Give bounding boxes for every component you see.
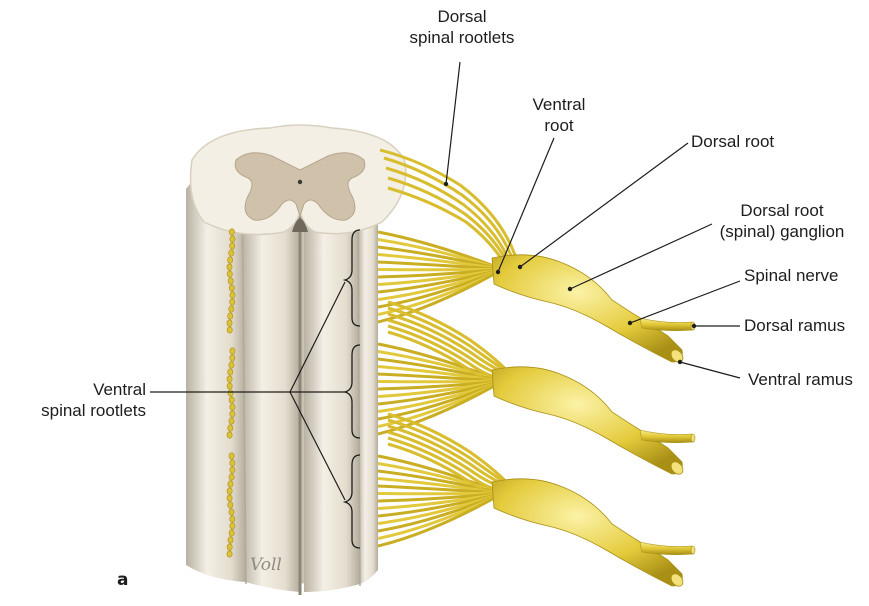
vessel-bead xyxy=(229,397,234,403)
ganglion-and-nerve xyxy=(492,255,682,362)
spinal-cord xyxy=(186,125,406,595)
label-dorsal-spinal-rootlets-line1: Dorsal xyxy=(392,6,532,27)
vessel-bead xyxy=(227,544,232,550)
vessel-bead xyxy=(230,460,235,466)
label-dorsal-spinal-rootlets-line2: spinal rootlets xyxy=(392,27,532,48)
artist-signature: Voll xyxy=(250,555,282,575)
vessel-bead xyxy=(228,425,233,431)
label-dorsal-root-ganglion: Dorsal root (spinal) ganglion xyxy=(712,200,852,242)
vessel-bead xyxy=(228,369,233,375)
vessel-bead xyxy=(229,418,234,424)
vessel-bead xyxy=(228,481,233,487)
vessel-bead xyxy=(227,327,232,333)
vessel-bead xyxy=(227,495,232,501)
vessel-bead xyxy=(229,285,234,291)
label-dorsal-root: Dorsal root xyxy=(691,131,774,152)
vessel-bead xyxy=(229,530,234,536)
dorsal-ramus-end xyxy=(691,434,695,442)
vessel-bead xyxy=(229,250,234,256)
vessel-bead xyxy=(230,299,235,305)
label-ventral-root-line1: Ventral xyxy=(524,94,594,115)
vessel-bead xyxy=(229,362,234,368)
lateral-funiculus-right xyxy=(358,184,378,584)
label-ventral-spinal-rootlets-line1: Ventral xyxy=(4,379,146,400)
vessel-bead xyxy=(227,488,232,494)
vessel-bead xyxy=(230,523,235,529)
vessel-bead xyxy=(229,229,234,235)
vessel-bead xyxy=(228,537,233,543)
vessel-bead xyxy=(230,236,235,242)
vessel-bead xyxy=(227,432,232,438)
panel-letter: a xyxy=(117,570,128,590)
spinal-nerve-segments xyxy=(378,232,695,589)
label-ventral-root-line2: root xyxy=(524,115,594,136)
label-ventral-spinal-rootlets: Ventral spinal rootlets xyxy=(4,379,146,421)
vessel-bead xyxy=(230,243,235,249)
vessel-bead xyxy=(227,264,232,270)
vessel-bead xyxy=(228,257,233,263)
ganglion-and-nerve xyxy=(492,367,682,474)
label-ventral-root: Ventral root xyxy=(524,94,594,136)
label-dorsal-ramus: Dorsal ramus xyxy=(744,315,845,336)
vessel-bead xyxy=(229,453,234,459)
vessel-bead xyxy=(228,313,233,319)
label-dorsal-root-ganglion-line1: Dorsal root xyxy=(712,200,852,221)
vessel-bead xyxy=(229,306,234,312)
dorsal-ramus xyxy=(640,318,694,331)
vessel-bead xyxy=(228,502,233,508)
label-dorsal-root-ganglion-line2: (spinal) ganglion xyxy=(712,221,852,242)
vessel-bead xyxy=(230,411,235,417)
vessel-bead xyxy=(227,271,232,277)
label-spinal-nerve: Spinal nerve xyxy=(744,265,839,286)
vessel-bead xyxy=(228,278,233,284)
vessel-bead xyxy=(230,355,235,361)
label-ventral-ramus: Ventral ramus xyxy=(748,369,853,390)
vessel-bead xyxy=(229,474,234,480)
vessel-bead xyxy=(228,390,233,396)
vessel-bead xyxy=(230,292,235,298)
vessel-bead xyxy=(230,404,235,410)
anterior-funiculus-left xyxy=(242,182,300,592)
vessel-bead xyxy=(230,348,235,354)
ganglion-and-nerve xyxy=(492,479,682,586)
vessel-bead xyxy=(230,516,235,522)
vessel-bead xyxy=(227,383,232,389)
dorsal-ramus xyxy=(640,430,694,443)
central-canal xyxy=(298,180,302,184)
dorsal-ramus-end xyxy=(691,546,695,554)
vessel-bead xyxy=(227,551,232,557)
dorsal-ramus xyxy=(640,542,694,555)
vessel-bead xyxy=(230,467,235,473)
vessel-bead xyxy=(227,376,232,382)
vessel-bead xyxy=(227,320,232,326)
label-ventral-spinal-rootlets-line2: spinal rootlets xyxy=(4,400,146,421)
lateral-funiculus-left xyxy=(186,176,246,582)
label-dorsal-spinal-rootlets: Dorsal spinal rootlets xyxy=(392,6,532,48)
vessel-bead xyxy=(229,509,234,515)
